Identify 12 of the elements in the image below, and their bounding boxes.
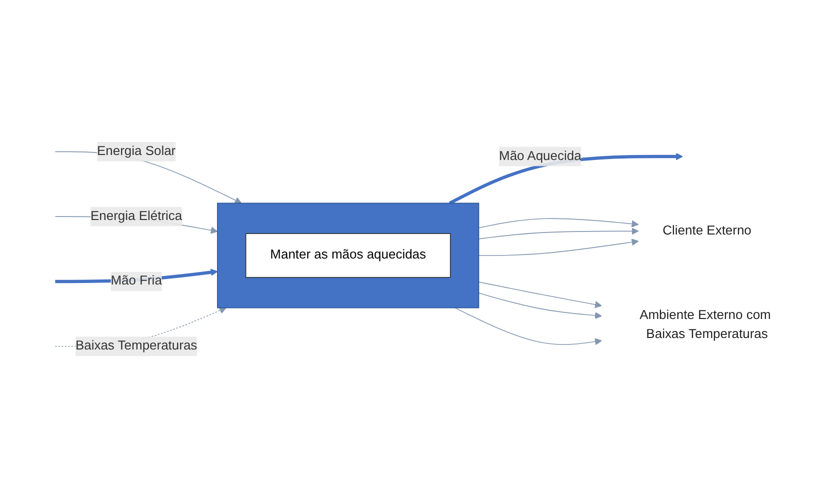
edge-label: Mão Aquecida [499, 149, 582, 163]
arrow [478, 292, 602, 319]
text-label: Cliente Externo [662, 224, 752, 238]
edge-label: Mão Fria [110, 272, 162, 292]
arrow [478, 238, 639, 256]
arrow [478, 282, 602, 308]
text-label: Ambiente Externo com Baixas Temperaturas [640, 308, 771, 342]
arrow [478, 228, 639, 240]
arrow [478, 218, 639, 228]
function-box: Manter as mãos aquecidas [245, 233, 451, 278]
arrow [454, 307, 602, 346]
edge-label: Baixas Temperaturas [75, 339, 198, 353]
